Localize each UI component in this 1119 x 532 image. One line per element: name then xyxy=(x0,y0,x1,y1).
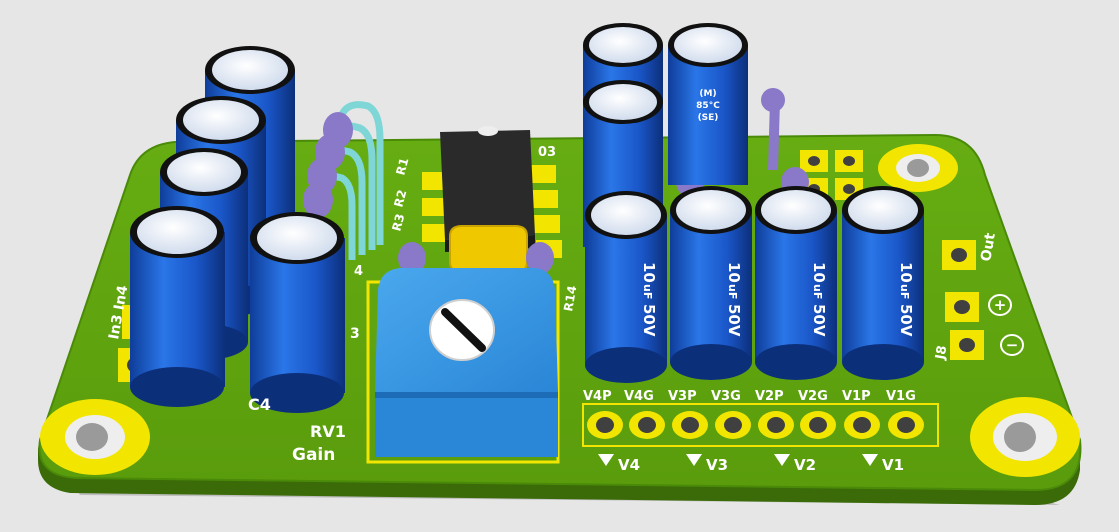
cap-rating-voltage-2: 50V xyxy=(725,304,743,337)
header-label-v2: V2 xyxy=(794,456,816,474)
header-label-v3g: V3G xyxy=(711,389,741,404)
capacitor-back-right-2: (M) 85°C (SE) xyxy=(668,23,748,185)
capacitor-front-right-1: 10 uF 50V xyxy=(585,191,667,383)
plus-marker: + xyxy=(988,294,1012,316)
label-r3: R3 xyxy=(389,212,407,233)
mounting-hole-back-right xyxy=(878,144,958,192)
trimmer-potentiometer[interactable] xyxy=(375,268,558,457)
label-ic: 03 xyxy=(538,145,556,160)
silk-header-outline xyxy=(582,403,939,447)
label-r1: R1 xyxy=(393,156,411,177)
header-label-v1: V1 xyxy=(882,456,904,474)
cap-rating-3: 10 xyxy=(810,262,828,283)
header-label-v1p: V1P xyxy=(842,389,871,404)
label-r14: R14 xyxy=(561,285,579,313)
capacitor-front-left xyxy=(130,206,225,407)
header-label-v2g: V2G xyxy=(798,389,828,404)
capacitor-front-right-4: 10 uF 50V xyxy=(842,186,924,380)
cap-rating-voltage-4: 50V xyxy=(897,304,915,337)
header-label-v2p: V2P xyxy=(755,389,784,404)
label-j8: J8 xyxy=(933,344,950,361)
label-rv1: RV1 xyxy=(310,422,346,441)
cap-rating-voltage-3: 50V xyxy=(810,304,828,337)
svg-text:−: − xyxy=(1006,336,1019,354)
cap-rating-1: 10 xyxy=(640,262,658,283)
resistors-left xyxy=(303,101,384,260)
cap-rating-unit-1: uF xyxy=(641,284,654,299)
header-labels-bottom: V4 V3 V2 V1 xyxy=(598,454,904,474)
mounting-hole-front-right xyxy=(970,397,1080,477)
cap-rating-unit-2: uF xyxy=(726,284,739,299)
arrow-down-icon xyxy=(598,454,614,466)
cap-top-marking-3: (SE) xyxy=(698,113,719,123)
label-c3: 3 xyxy=(350,326,360,342)
header-label-v3: V3 xyxy=(706,456,728,474)
header-label-v3p: V3P xyxy=(668,389,697,404)
label-gain: Gain xyxy=(292,445,335,465)
header-label-v1g: V1G xyxy=(886,389,916,404)
cap-rating-2: 10 xyxy=(725,262,743,283)
cap-rating-voltage-1: 50V xyxy=(640,304,658,337)
cap-rating-unit-4: uF xyxy=(898,284,911,299)
mounting-hole-front-left xyxy=(40,399,150,475)
label-r4: 4 xyxy=(354,264,363,279)
arrow-down-icon xyxy=(774,454,790,466)
cap-top-marking-2: 85°C xyxy=(696,101,720,111)
pin-header-8 xyxy=(587,411,924,439)
pcb-edge xyxy=(38,445,1080,505)
capacitor-front-right-3: 10 uF 50V xyxy=(755,186,837,380)
label-out: Out xyxy=(978,231,999,262)
arrow-down-icon xyxy=(862,454,878,466)
header-label-v4g: V4G xyxy=(624,389,654,404)
minus-marker: − xyxy=(1000,334,1024,356)
arrow-down-icon xyxy=(686,454,702,466)
capacitor-front-right-2: 10 uF 50V xyxy=(670,186,752,380)
resistors-center xyxy=(398,242,554,274)
cap-rating-unit-3: uF xyxy=(811,284,824,299)
label-c4: C4 xyxy=(248,395,271,414)
header-label-v4: V4 xyxy=(618,456,640,474)
header-label-v4p: V4P xyxy=(583,389,612,404)
cap-rating-4: 10 xyxy=(897,262,915,283)
svg-text:+: + xyxy=(994,296,1007,314)
ceramic-capacitor xyxy=(449,225,528,273)
label-r2: R2 xyxy=(391,188,409,209)
capacitor-c4 xyxy=(250,212,345,413)
header-labels-top: V4P V4G V3P V3G V2P V2G V1P V1G xyxy=(583,389,916,404)
cap-top-marking-1: (M) xyxy=(699,89,716,99)
